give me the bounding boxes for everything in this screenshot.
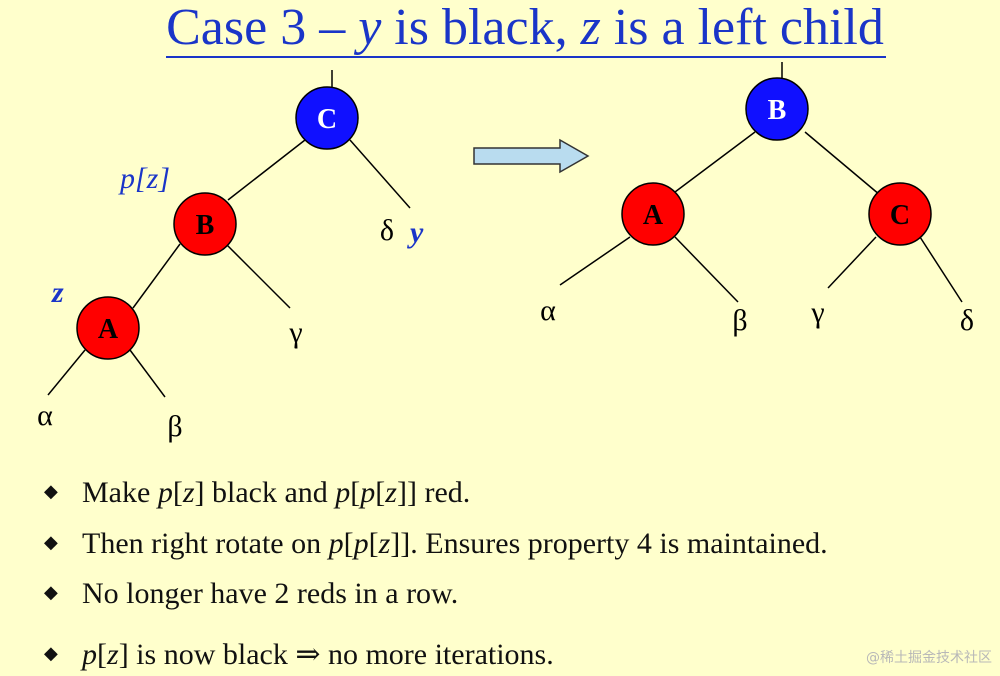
bullet-1-part-7: p — [360, 476, 376, 509]
slide-title: Case 3 – y is black, z is a left child — [0, 0, 1000, 58]
edge-b-c-right — [804, 131, 881, 196]
edge-a-beta — [129, 349, 166, 398]
bullet-1-part-0: Make — [82, 476, 158, 509]
subtree-gamma-right: γ — [810, 296, 824, 329]
subtree-alpha-left: α — [37, 399, 53, 432]
bullet-diamond-icon: ◆ — [44, 643, 58, 664]
subtree-beta-left: β — [167, 410, 182, 443]
title-var-z: z — [580, 0, 601, 56]
subtree-delta-right: δ — [960, 304, 974, 337]
bullet-text-1: Make p[z] black and p[p[z]] red. — [82, 476, 470, 509]
bullet-2-part-0: Then right rotate on — [82, 527, 329, 560]
edge-a-alpha — [47, 349, 86, 396]
left-tree-edges — [47, 70, 411, 398]
bullet-4-part-1: [ — [97, 638, 107, 671]
bullet-text-2: Then right rotate on p[p[z]]. Ensures pr… — [82, 527, 828, 560]
bullet-2-part-1: p — [328, 527, 344, 560]
bullet-1-part-1: p — [157, 476, 173, 509]
node-b-left — [173, 192, 237, 256]
node-c-left-label: C — [317, 104, 337, 135]
bullet-4: ◆ p[z] is now black ⇒ no more iterations. — [44, 636, 554, 676]
bullet-3-part-0: No longer have 2 reds in a row. — [82, 577, 459, 610]
node-b-right — [745, 77, 809, 141]
tag-pz: p[z] — [118, 162, 170, 195]
bullet-1-part-9: z — [385, 476, 397, 509]
node-b-left-label: B — [196, 210, 215, 241]
bullet-4-part-2: z — [107, 638, 119, 671]
edge-c-delta-right — [919, 236, 963, 303]
node-c-right — [868, 182, 932, 246]
bullet-2-part-4: [ — [368, 527, 379, 560]
title-text-3: is a left child — [600, 0, 884, 56]
edge-c-delta — [349, 139, 411, 209]
subtree-delta-left: δ — [380, 214, 394, 247]
title-var-y: y — [358, 0, 382, 56]
bullet-1-part-10: ]] red. — [396, 476, 471, 509]
bullet-text-3: No longer have 2 reds in a row. — [82, 577, 458, 610]
subtree-alpha-right: α — [540, 294, 556, 327]
bullet-1-part-8: [ — [375, 476, 386, 509]
edge-a-beta-right — [674, 236, 739, 303]
bullet-1-part-2: [ — [172, 476, 183, 509]
node-c-right-label: C — [890, 200, 910, 231]
edge-b-gamma — [225, 243, 291, 309]
bullet-1-part-5: p — [335, 476, 351, 509]
subtree-beta-right: β — [732, 304, 747, 337]
node-a-left — [76, 296, 140, 360]
bullet-4-part-3: ] is now black ⇒ no more iterations. — [118, 638, 554, 671]
transform-arrow-icon — [473, 138, 590, 174]
edge-a-alpha-right — [559, 236, 631, 286]
node-a-left-label: A — [98, 314, 119, 345]
watermark: @稀土掘金技术社区 — [866, 650, 992, 666]
tag-y: y — [407, 216, 424, 249]
right-tree-edges — [559, 62, 963, 303]
bullet-1-part-3: z — [182, 476, 195, 509]
node-b-right-label: B — [768, 95, 787, 126]
bullet-2-part-5: z — [378, 527, 391, 560]
node-a-right — [621, 182, 685, 246]
bullet-2: ◆Then right rotate on p[p[z]]. Ensures p… — [44, 525, 828, 565]
node-c-left — [295, 86, 359, 150]
edge-c-gamma-right — [827, 236, 877, 289]
edge-b-a — [132, 243, 181, 309]
bullet-text-4: p[z] is now black ⇒ no more iterations. — [82, 638, 554, 671]
subtree-gamma-left: γ — [288, 316, 302, 349]
bullet-diamond-icon: ◆ — [44, 481, 58, 502]
bullet-1: ◆Make p[z] black and p[p[z]] red. — [44, 474, 470, 514]
edge-b-a-right — [674, 131, 756, 193]
bullet-diamond-icon: ◆ — [44, 582, 58, 603]
bullet-1-part-6: [ — [350, 476, 361, 509]
edge-c-b — [227, 139, 306, 201]
bullet-2-part-3: p — [353, 527, 369, 560]
tag-z: z — [51, 276, 64, 309]
bullet-4-part-0: p — [82, 638, 97, 671]
bullet-3: ◆ No longer have 2 reds in a row. — [44, 575, 458, 615]
bullet-diamond-icon: ◆ — [44, 532, 58, 553]
bullet-2-part-6: ]]. Ensures property 4 is maintained. — [390, 527, 828, 560]
bullet-2-part-2: [ — [343, 527, 354, 560]
title-text-2: is black, — [381, 0, 581, 56]
bullet-1-part-4: ] black and — [194, 476, 336, 509]
title-text-1: Case 3 – — [166, 0, 359, 56]
node-a-right-label: A — [643, 200, 664, 231]
